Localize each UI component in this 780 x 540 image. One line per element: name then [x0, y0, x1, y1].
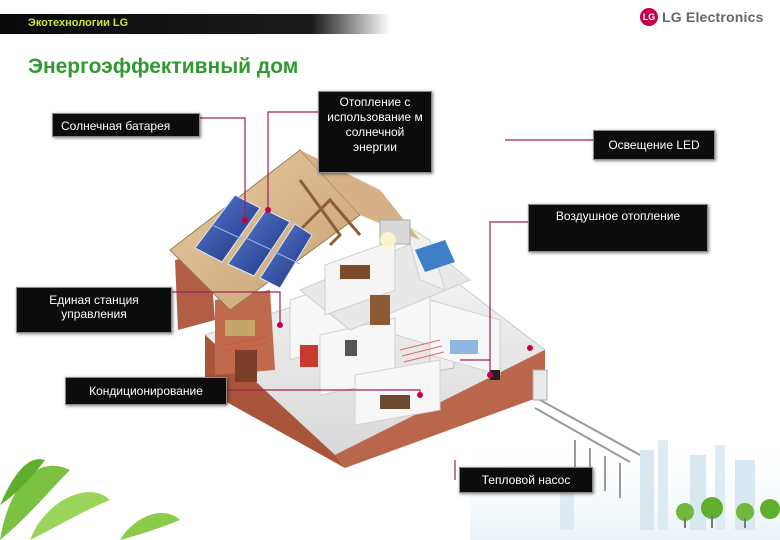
label-air-conditioning: Кондиционирование: [65, 377, 227, 405]
label-solar-battery: Солнечная батарея: [52, 113, 200, 137]
header-tag: Экотехнологии LG: [28, 17, 129, 29]
floor-heating: [224, 336, 445, 363]
lg-logo-text: LG Electronics: [662, 9, 764, 25]
label-led-lighting: Освещение LED: [593, 130, 715, 160]
label-air-heating: Воздушное отопление: [528, 204, 708, 252]
label-control-station: Единая станция управления: [16, 287, 172, 333]
leaves-decoration: [0, 459, 180, 540]
ground-pipes: [534, 399, 641, 498]
header-bar: Экотехнологии LG: [0, 14, 390, 34]
furniture: [225, 320, 548, 409]
label-solar-heating: Отопление с использование м солнечной эн…: [318, 91, 432, 173]
connector-lines: [170, 111, 595, 480]
label-heat-pump: Тепловой насос: [459, 467, 593, 493]
page-title: Энергоэффективный дом: [28, 55, 299, 78]
lg-logo: LG LG Electronics: [640, 8, 764, 26]
lg-logo-icon: LG: [640, 8, 658, 26]
solar-panels: [194, 194, 313, 289]
trees-decoration: [676, 497, 780, 528]
